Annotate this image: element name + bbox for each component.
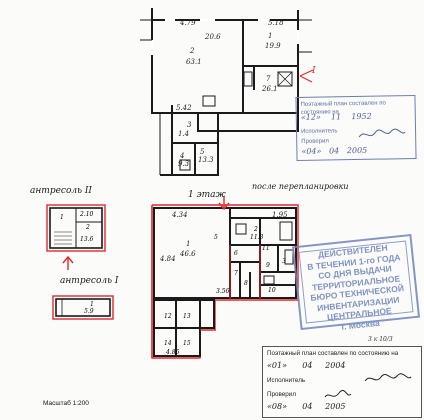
floor-title: 1 этаж <box>188 190 226 200</box>
room-area: 26.1 <box>262 85 278 93</box>
dim-label: 4.84 <box>160 255 176 263</box>
room-number: 7 <box>266 75 271 83</box>
room-number: 12 <box>164 313 172 320</box>
dim-label: 1.95 <box>272 211 288 219</box>
old-plan-stamp: Поэтажный план составлен по состоянию на… <box>295 94 417 162</box>
room-number: 6 <box>234 250 238 257</box>
old-floor-plan <box>150 8 300 176</box>
signature-image <box>358 128 406 138</box>
room-number: 4 <box>180 152 185 160</box>
mezzanine-1-title: антресоль I <box>60 276 119 286</box>
mezzanine-2-plan <box>46 204 106 252</box>
room-area: 5.9 <box>84 308 94 315</box>
room-number: 1 <box>186 240 191 248</box>
new-floor-plan <box>153 207 297 357</box>
new-partitions <box>200 245 296 331</box>
room-number: 5 <box>200 148 205 156</box>
dim-label: 20.6 <box>205 33 221 41</box>
dim-label: 4.34 <box>172 211 188 219</box>
stamp-check-date: «04» 04 2005 <box>301 145 368 156</box>
room-area: 46.6 <box>180 250 196 258</box>
room-area: 1.4 <box>178 130 190 138</box>
room-number: 3 <box>187 121 192 129</box>
dim-label: 3.56 <box>216 288 230 295</box>
room-number: 8 <box>244 280 248 287</box>
room-area: 11.3 <box>250 234 264 241</box>
corner-number: 3 к 10/3 <box>368 336 393 343</box>
signature-image <box>324 389 352 398</box>
room-number: 1 <box>90 301 94 308</box>
validity-stamp: ДЕЙСТВИТЕЛЕН В ТЕЧЕНИИ 1-го ГОДА СО ДНЯ … <box>291 233 421 331</box>
room-area: 13.3 <box>198 156 214 164</box>
new-floor-plan-outline <box>151 204 299 359</box>
dim-label: 4.86 <box>166 349 180 356</box>
room-number: 1 <box>60 214 64 221</box>
dim-label: 4.79 <box>180 19 196 27</box>
room-number: 10 <box>268 287 276 294</box>
room-area: 19.9 <box>265 42 281 50</box>
room-number: 13 <box>183 313 191 320</box>
room-number: 11 <box>262 245 270 252</box>
room-area: 9.3 <box>178 160 190 168</box>
dim-label: 5.18 <box>268 19 284 27</box>
redevelopment-note: после перепланировки <box>252 182 349 191</box>
entry-arrow <box>218 196 230 211</box>
section-marker-arrow <box>299 69 314 83</box>
old-plan-wings <box>140 19 312 175</box>
new-plan-stamp: Поэтажный план составлен по состоянию на… <box>262 346 422 418</box>
section-marker: I <box>312 66 316 76</box>
dim-label: 2.10 <box>80 211 94 218</box>
room-number: 9 <box>266 262 270 269</box>
stamp-checked-label: Проверил <box>301 138 329 145</box>
mezz-arrow <box>62 255 74 270</box>
room-number: 2 <box>254 226 258 233</box>
room-number: 5 <box>214 234 218 241</box>
stamp-date: «12» 11 1952 <box>300 111 372 122</box>
room-number: 1 <box>268 32 273 40</box>
room-number: 3 <box>282 258 286 265</box>
stamp-executor-label: Исполнитель <box>267 377 306 384</box>
stamp-title: Поэтажный план составлен по состоянию на <box>267 350 399 357</box>
signature-image <box>364 373 412 382</box>
room-number: 2 <box>190 47 195 55</box>
stamp-checked-label: Проверил <box>267 391 297 398</box>
stamp-check-date: «08» 04 2005 <box>267 402 346 411</box>
room-number: 2 <box>86 224 90 231</box>
stamp-executor-label: Исполнитель <box>301 128 338 135</box>
room-number: 15 <box>183 340 191 347</box>
room-area: 63.1 <box>186 58 202 66</box>
stamp-date: «01» 04 2004 <box>267 361 346 370</box>
scale-label: Масштаб 1:200 <box>43 400 89 407</box>
mezzanine-1-plan <box>52 295 114 320</box>
room-area: 13.6 <box>80 236 94 243</box>
dim-label: 5.42 <box>176 104 192 112</box>
room-number: 7 <box>234 270 238 277</box>
room-number: 14 <box>164 340 172 347</box>
mezzanine-2-title: антресоль II <box>30 186 92 196</box>
